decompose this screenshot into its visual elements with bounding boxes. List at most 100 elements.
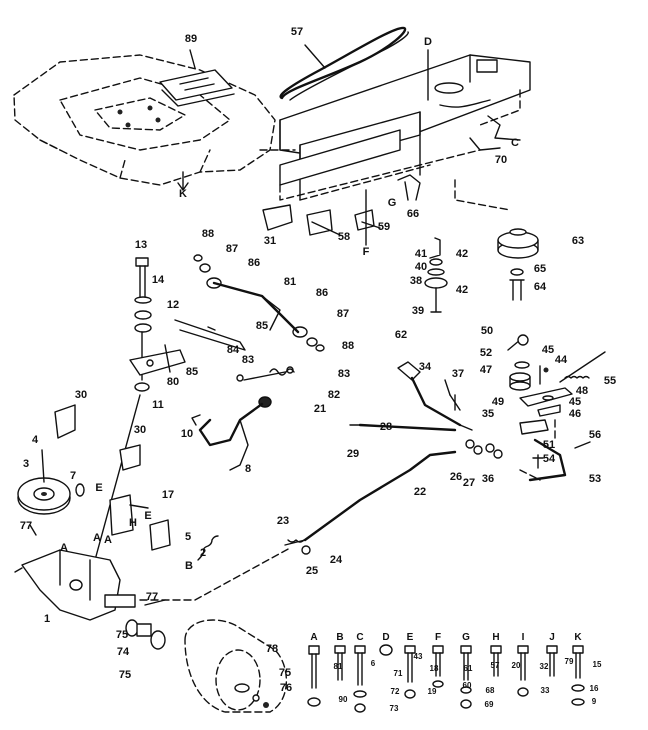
part-callout: 37	[452, 368, 464, 380]
idler-stack	[424, 237, 448, 313]
part-callout: G	[388, 197, 397, 209]
part-callout: 88	[342, 340, 354, 352]
hardware-part-number: 20	[512, 661, 521, 670]
part-callout: 35	[482, 408, 494, 420]
part-callout: 31	[264, 235, 276, 247]
part-callout: 38	[410, 275, 422, 287]
part-callout: E	[95, 482, 102, 494]
hardware-key: A8190B6C717273D43E1819F6160G576869H20I32…	[310, 632, 602, 713]
hardware-part-number: 33	[541, 686, 550, 695]
part-callout: 47	[480, 364, 492, 376]
bolt-13-stack	[94, 257, 152, 561]
hardware-part-number: 18	[430, 664, 439, 673]
part-callout: 39	[412, 305, 424, 317]
lever-49	[519, 419, 549, 435]
hardware-part-number: 6	[371, 659, 376, 668]
part-callout: 48	[576, 385, 588, 397]
part-callout: 5	[185, 531, 191, 543]
spring-and-pedal	[191, 366, 295, 471]
part-callout: 62	[395, 329, 407, 341]
hardware-part-number: 90	[339, 695, 348, 704]
part-callout: 75	[116, 629, 128, 641]
part-callout: 23	[277, 515, 289, 527]
part-callout: 50	[481, 325, 493, 337]
part-callout: 41	[415, 248, 427, 260]
part-callout: 75	[119, 669, 131, 681]
part-callout: 3	[23, 458, 29, 470]
part-callout: 66	[407, 208, 419, 220]
rear-wheel	[184, 619, 288, 713]
part-callout: 52	[480, 347, 492, 359]
part-callout: 36	[482, 473, 494, 485]
part-callout: A	[60, 542, 68, 554]
linkage-rod-81	[129, 281, 300, 376]
hardware-key-letter: C	[356, 632, 363, 643]
part-callout: 42	[456, 248, 468, 260]
hardware-part-number: 68	[486, 686, 495, 695]
part-callout: 86	[248, 257, 260, 269]
hardware-key-letter: I	[522, 632, 525, 643]
part-callout: 34	[419, 361, 432, 373]
part-callout: 11	[152, 399, 164, 411]
bracket-53	[519, 419, 567, 482]
hardware-part-number: 79	[565, 657, 574, 666]
brackets	[262, 174, 421, 246]
hardware-key-letter: K	[574, 632, 582, 643]
hardware-part-number: 57	[491, 661, 500, 670]
hardware-key-letter: G	[462, 632, 470, 643]
part-callout: 26	[450, 471, 462, 483]
part-callout: 59	[378, 221, 390, 233]
part-callout: 2	[200, 547, 206, 559]
part-callout: 82	[328, 389, 340, 401]
part-callout: 22	[414, 486, 426, 498]
part-callout: 7	[70, 470, 76, 482]
drive-belt-57	[279, 26, 409, 101]
fasteners-26-36	[465, 439, 503, 459]
part-callout: 75	[279, 667, 291, 679]
part-callout: 86	[316, 287, 328, 299]
pulley-3-4	[17, 449, 85, 515]
part-callout: 40	[415, 261, 427, 273]
hardware-part-number: 69	[485, 700, 494, 709]
hardware-key-letter: F	[435, 632, 441, 643]
part-callout: 55	[604, 375, 616, 387]
part-callout: 74	[117, 646, 130, 658]
part-callout: 63	[572, 235, 584, 247]
bracket-17	[109, 494, 149, 536]
part-callout: 30	[75, 389, 87, 401]
hardware-part-number: 81	[334, 662, 343, 671]
hardware-part-number: 16	[590, 684, 599, 693]
part-callout: 30	[134, 424, 146, 436]
hardware-key-letter: E	[407, 632, 414, 643]
part-callout: 76	[280, 682, 292, 694]
part-callout: 87	[337, 308, 349, 320]
bracket-30-upper	[54, 404, 76, 439]
part-callout: 46	[569, 408, 581, 420]
part-callout: 80	[167, 376, 179, 388]
part-callout: D	[424, 36, 432, 48]
part-callout: 88	[202, 228, 214, 240]
part-callout: 10	[181, 428, 193, 440]
shift-lever-62	[397, 361, 473, 431]
hardware-part-number: 71	[394, 669, 403, 678]
hardware-key-drawings	[307, 644, 585, 713]
part-callout: 27	[463, 477, 475, 489]
washers-86-88	[193, 254, 325, 352]
part-callout: 1	[44, 613, 50, 625]
hardware-key-letter: D	[382, 632, 389, 643]
hardware-part-number: 43	[414, 652, 423, 661]
part-callout: 85	[256, 320, 268, 332]
part-callout: 87	[226, 243, 238, 255]
hardware-part-number: 32	[540, 662, 549, 671]
hardware-key-letter: J	[549, 632, 555, 643]
hardware-key-letter: H	[492, 632, 499, 643]
frame	[259, 49, 531, 211]
part-callout: 8	[245, 463, 251, 475]
transaxle-1	[14, 524, 166, 621]
part-callout: 13	[135, 239, 147, 251]
part-callout: 4	[32, 434, 39, 446]
bolt-54	[532, 454, 544, 469]
hood-outline	[13, 54, 276, 191]
part-callout: 89	[185, 33, 197, 45]
